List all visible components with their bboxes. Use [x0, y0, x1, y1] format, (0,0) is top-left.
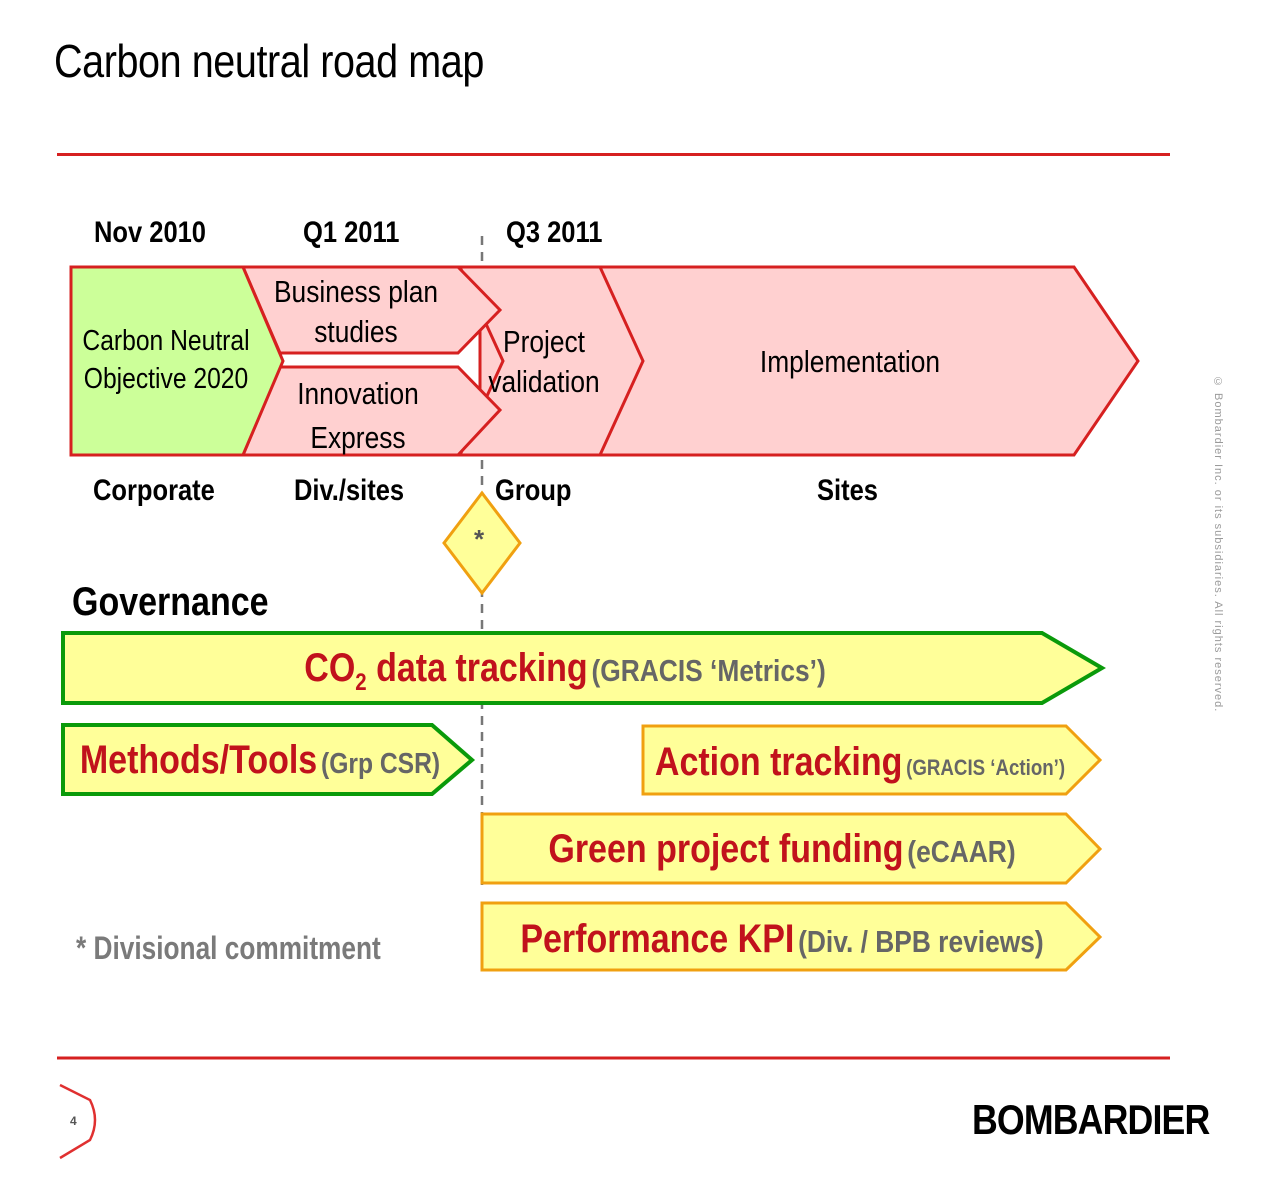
innovation-line-1: Innovation [297, 376, 419, 411]
business-plan-line-2: studies [314, 314, 398, 349]
milestone-asterisk: * [474, 524, 485, 554]
objective-label: Carbon Neutral Objective 2020 [81, 322, 251, 398]
performance-kpi-text: Performance KPI (Div. / BPB reviews) [510, 917, 1054, 962]
performance-kpi-detail: (Div. / BPB reviews) [798, 924, 1044, 959]
innovation-line-2: Express [310, 420, 406, 455]
green-funding-text: Green project funding (eCAAR) [527, 827, 1037, 872]
methods-tools-label: Methods/Tools [79, 738, 318, 782]
milestone-diamond [442, 490, 522, 596]
owner-group: Group [495, 474, 572, 507]
owner-sites: Sites [817, 474, 878, 507]
co2-subscript: 2 [355, 669, 367, 696]
validation-line-2: validation [488, 364, 600, 399]
action-tracking-label: Action tracking [654, 740, 903, 784]
co2-tracking-bar [61, 631, 1106, 705]
green-funding-bar [480, 812, 1103, 885]
methods-tools-bar [61, 723, 476, 796]
governance-heading: Governance [72, 580, 269, 624]
date-q1-2011: Q1 2011 [303, 216, 400, 249]
methods-tools-detail: (Grp CSR) [321, 748, 441, 780]
co2-tracking-text: CO2 data tracking (GRACIS ‘Metrics’) [212, 646, 918, 697]
co2-tracking-detail: (GRACIS ‘Metrics’) [591, 653, 826, 688]
green-funding-label: Green project funding [548, 827, 904, 871]
action-tracking-detail: (GRACIS ‘Action’) [906, 755, 1066, 780]
owner-corporate: Corporate [93, 474, 215, 507]
action-tracking-bar [641, 724, 1103, 796]
business-plan-label: Business plan studies [271, 272, 441, 352]
slide-title: Carbon neutral road map [54, 35, 484, 87]
action-tracking-text: Action tracking (GRACIS ‘Action’) [648, 740, 1073, 785]
performance-kpi-label: Performance KPI [520, 917, 795, 961]
objective-pentagon [69, 265, 285, 457]
project-validation-label: Project validation [476, 322, 612, 402]
objective-line-2: Objective 2020 [83, 363, 249, 395]
page-bracket-icon [59, 1083, 97, 1160]
top-divider [57, 153, 1170, 156]
co2-label-rest: data tracking [366, 646, 588, 690]
objective-line-1: Carbon Neutral [82, 325, 250, 357]
performance-kpi-bar [480, 901, 1103, 972]
validation-line-1: Project [502, 324, 585, 359]
footnote: * Divisional commitment [76, 930, 381, 966]
business-plan-line-1: Business plan [273, 274, 439, 309]
date-q3-2011: Q3 2011 [506, 216, 603, 249]
page-number: 4 [70, 1114, 77, 1128]
bombardier-logo: BOMBARDIER [972, 1096, 1210, 1143]
vertical-copyright: © Bombardier Inc. or its subsidiaries. A… [1212, 376, 1224, 713]
innovation-express-label: Innovation Express [273, 372, 443, 460]
green-funding-detail: (eCAAR) [907, 834, 1016, 869]
date-nov-2010: Nov 2010 [94, 216, 206, 249]
co2-label: CO [304, 646, 356, 690]
methods-tools-text: Methods/Tools (Grp CSR) [73, 738, 447, 783]
implementation-label: Implementation [759, 344, 941, 379]
project-validation-chevron [457, 265, 645, 457]
owner-div-sites: Div./sites [294, 474, 405, 507]
